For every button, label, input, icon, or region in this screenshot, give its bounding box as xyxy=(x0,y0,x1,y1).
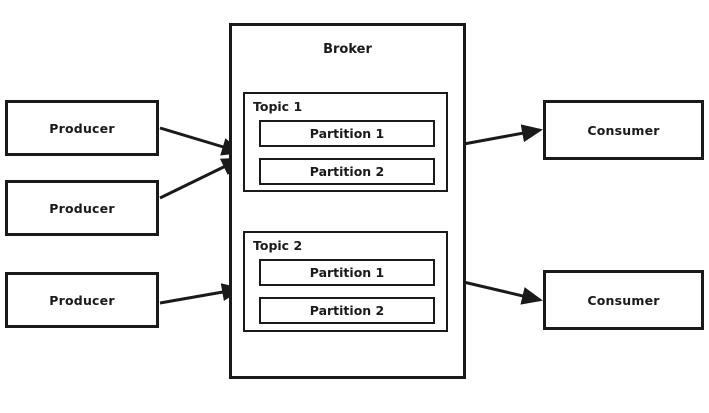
consumer-box-1: Consumer xyxy=(543,100,704,160)
connector-producer-1-to-topic-1 xyxy=(159,126,243,156)
consumer-label: Consumer xyxy=(587,122,660,138)
producer-box-2: Producer xyxy=(5,180,159,236)
topic-title-2: Topic 2 xyxy=(253,238,303,253)
connector-producer-3-to-topic-2 xyxy=(159,283,243,305)
partition-label: Partition 2 xyxy=(309,303,385,318)
topic-container-1: Topic 1 Partition 1 Partition 2 xyxy=(243,92,448,192)
partition-box-topic2-2: Partition 2 xyxy=(259,297,435,324)
partition-box-topic1-1: Partition 1 xyxy=(259,120,435,147)
producer-label: Producer xyxy=(49,200,115,216)
producer-box-1: Producer xyxy=(5,100,159,156)
producer-label: Producer xyxy=(49,292,115,308)
partition-box-topic2-1: Partition 1 xyxy=(259,259,435,286)
partition-box-topic1-2: Partition 2 xyxy=(259,158,435,185)
connector-producer-2-to-topic-1 xyxy=(159,157,243,200)
producer-label: Producer xyxy=(49,120,115,136)
consumer-box-2: Consumer xyxy=(543,270,704,330)
broker-title: Broker xyxy=(323,42,372,57)
partition-label: Partition 2 xyxy=(309,164,385,179)
producer-box-3: Producer xyxy=(5,272,159,328)
topic-title-1: Topic 1 xyxy=(253,99,303,114)
partition-label: Partition 1 xyxy=(309,126,385,141)
partition-label: Partition 1 xyxy=(309,265,385,280)
consumer-label: Consumer xyxy=(587,292,660,308)
topic-container-2: Topic 2 Partition 1 Partition 2 xyxy=(243,231,448,332)
